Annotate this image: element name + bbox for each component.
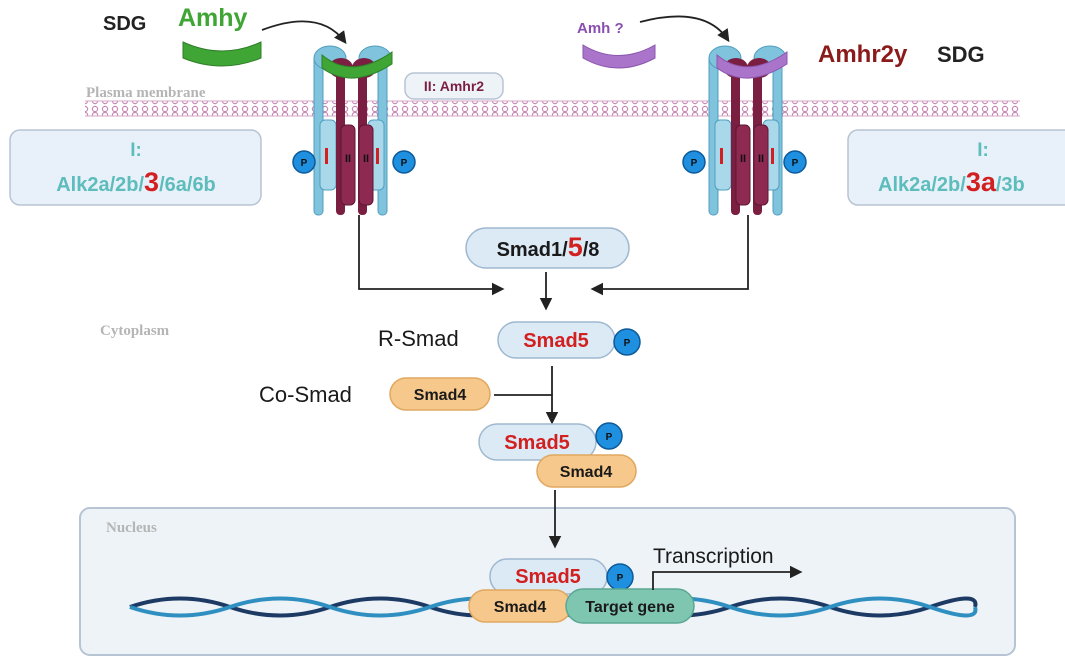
smad4-pill-cosmad (389, 377, 491, 411)
svg-text:II: II (758, 153, 764, 165)
nucleus-label: Nucleus (106, 520, 157, 536)
smad4-pill-complex (536, 454, 637, 488)
svg-text:P: P (401, 158, 408, 169)
svg-text:P: P (792, 158, 799, 169)
amh-binding-arrow (639, 15, 730, 43)
phospho-circle (682, 150, 706, 174)
amhy-binding-arrow (261, 20, 347, 45)
plasma-membrane-band (85, 101, 1020, 116)
phospho-circle-rsmad (613, 328, 641, 356)
target-gene-pill (565, 588, 695, 624)
amh-question-label: Amh ? (577, 20, 624, 37)
phospho-circle-complex (595, 422, 623, 450)
smad5-label-complex: Smad5 (504, 432, 570, 454)
svg-text:P: P (606, 432, 613, 443)
type1-list-right: Alk2a/2b/3a/3b (878, 167, 1025, 197)
type2-receptor-label: II: Amhr2 (424, 78, 484, 94)
type1-box-left (9, 129, 262, 206)
type2-receptor-box (404, 72, 504, 100)
cosmad-merge-arrow (494, 394, 559, 425)
sdg-label-left: SDG (103, 13, 146, 35)
transcription-label: Transcription (653, 545, 774, 568)
phospho-circle (783, 150, 807, 174)
smad4-label-nucleus: Smad4 (494, 599, 547, 616)
smad5-pill-complex (478, 423, 597, 461)
plasma-membrane-label: Plasma membrane (86, 85, 206, 101)
smad158-label: Smad1/5/8 (497, 232, 600, 262)
svg-text:P: P (617, 573, 624, 584)
receptor-complex-right: II II P P (682, 45, 807, 216)
svg-text:II: II (345, 153, 351, 165)
smad5-label-rsmad: Smad5 (523, 330, 589, 352)
amh-ligand (582, 44, 656, 69)
left-receptor-arrow (358, 215, 505, 296)
amhy-label: Amhy (178, 4, 248, 32)
phospho-circle (292, 150, 316, 174)
svg-text:P: P (691, 158, 698, 169)
phospho-circle (392, 150, 416, 174)
amhr2y-label: Amhr2y (818, 41, 908, 68)
smad5-label-nucleus: Smad5 (515, 566, 581, 588)
smad158-pill (465, 227, 630, 269)
target-gene-label: Target gene (585, 599, 675, 616)
svg-text:II: II (363, 153, 369, 165)
smad4-label-cosmad: Smad4 (414, 387, 467, 404)
sdg-label-right: SDG (937, 42, 985, 67)
type1-box-right (847, 129, 1065, 206)
right-receptor-arrow (590, 215, 749, 296)
receptor-complex-left: II II P P (292, 45, 416, 216)
svg-text:II: II (740, 153, 746, 165)
type1-heading-right: I: (977, 140, 989, 161)
svg-text:P: P (624, 338, 631, 349)
r-smad-label: R-Smad (378, 326, 459, 351)
transcription-arrow (652, 565, 803, 590)
type1-list-left: Alk2a/2b/3/6a/6b (56, 167, 216, 197)
cytoplasm-label: Cytoplasm (100, 323, 170, 339)
smad4-label-complex: Smad4 (560, 464, 613, 481)
type1-heading-left: I: (130, 140, 142, 161)
svg-text:P: P (301, 158, 308, 169)
amhy-ligand (182, 41, 262, 67)
co-smad-label: Co-Smad (259, 382, 352, 407)
